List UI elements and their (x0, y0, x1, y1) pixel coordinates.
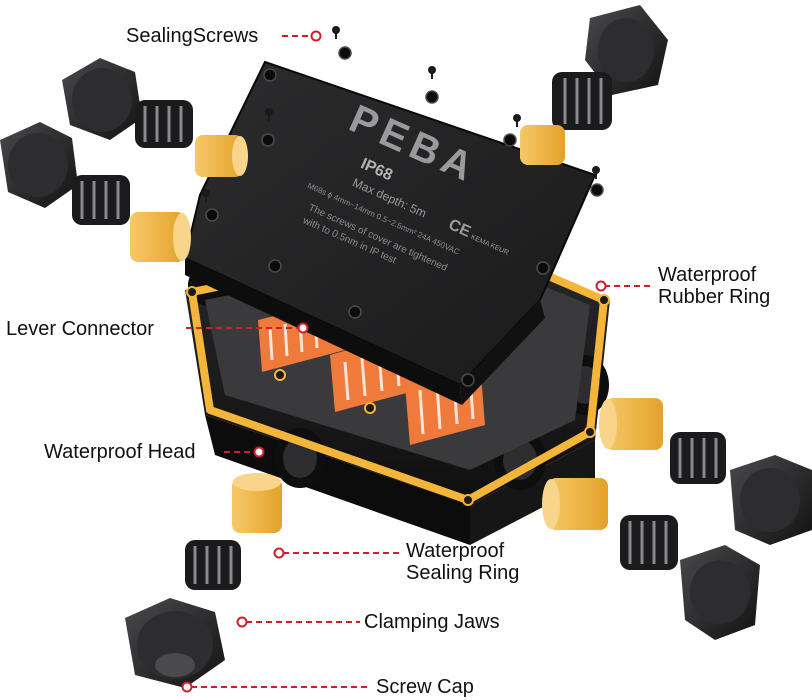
sealing-ring-left-2 (130, 212, 191, 262)
leader-lines (186, 35, 650, 688)
clamping-jaws-bottom (185, 540, 241, 590)
sealing-screw-group (202, 26, 600, 202)
sealing-screw-2 (428, 66, 436, 79)
label-sealing-screws: SealingScrews (126, 25, 259, 47)
sealing-screw-4 (265, 108, 273, 121)
label-waterproof-rubber-ring: Waterproof Rubber Ring (658, 264, 770, 308)
sealing-screw-5 (202, 189, 210, 202)
label-waterproof-sealing-ring-line2: Sealing Ring (406, 562, 520, 584)
label-clamping-jaws: Clamping Jaws (364, 611, 500, 633)
label-waterproof-rubber-ring-line2: Rubber Ring (658, 286, 771, 308)
sealing-screw-1 (332, 26, 340, 39)
sealing-ring-left-1 (195, 135, 248, 177)
clamping-jaws-right-2 (620, 515, 678, 570)
sealing-ring-bottom (232, 473, 282, 533)
sealing-ring-top (520, 125, 565, 165)
label-waterproof-sealing-ring-line1: Waterproof (406, 540, 505, 562)
screw-cap-left-1 (62, 58, 142, 140)
lid: PEBA IP68 Max depth: 5m CE KEMA KEUR M68… (183, 46, 604, 405)
screw-cap-right-1 (730, 455, 812, 545)
sealing-ring-right-2 (542, 478, 608, 530)
sealing-ring-right-1 (599, 398, 663, 450)
label-lever-connector: Lever Connector (6, 318, 154, 340)
screw-cap-left-2 (0, 122, 78, 208)
label-waterproof-head: Waterproof Head (44, 441, 196, 463)
rubber-ring-screw-holes (186, 286, 610, 506)
clamping-jaws-top-right (552, 72, 612, 130)
clamping-jaws-left-2 (72, 175, 130, 225)
sealing-screw-3 (513, 114, 521, 127)
sealing-screw-6 (592, 166, 600, 179)
label-waterproof-rubber-ring-line1: Waterproof (658, 264, 757, 286)
leader-dots (181, 30, 607, 693)
label-screw-cap: Screw Cap (376, 676, 474, 698)
screw-cap-right-2 (680, 545, 760, 640)
label-waterproof-sealing-ring: Waterproof Sealing Ring (406, 540, 519, 584)
screw-cap-bottom (125, 598, 225, 688)
clamping-jaws-left-1 (135, 100, 193, 148)
clamping-jaws-right-1 (670, 432, 726, 484)
screw-cap-top-right (585, 5, 668, 95)
